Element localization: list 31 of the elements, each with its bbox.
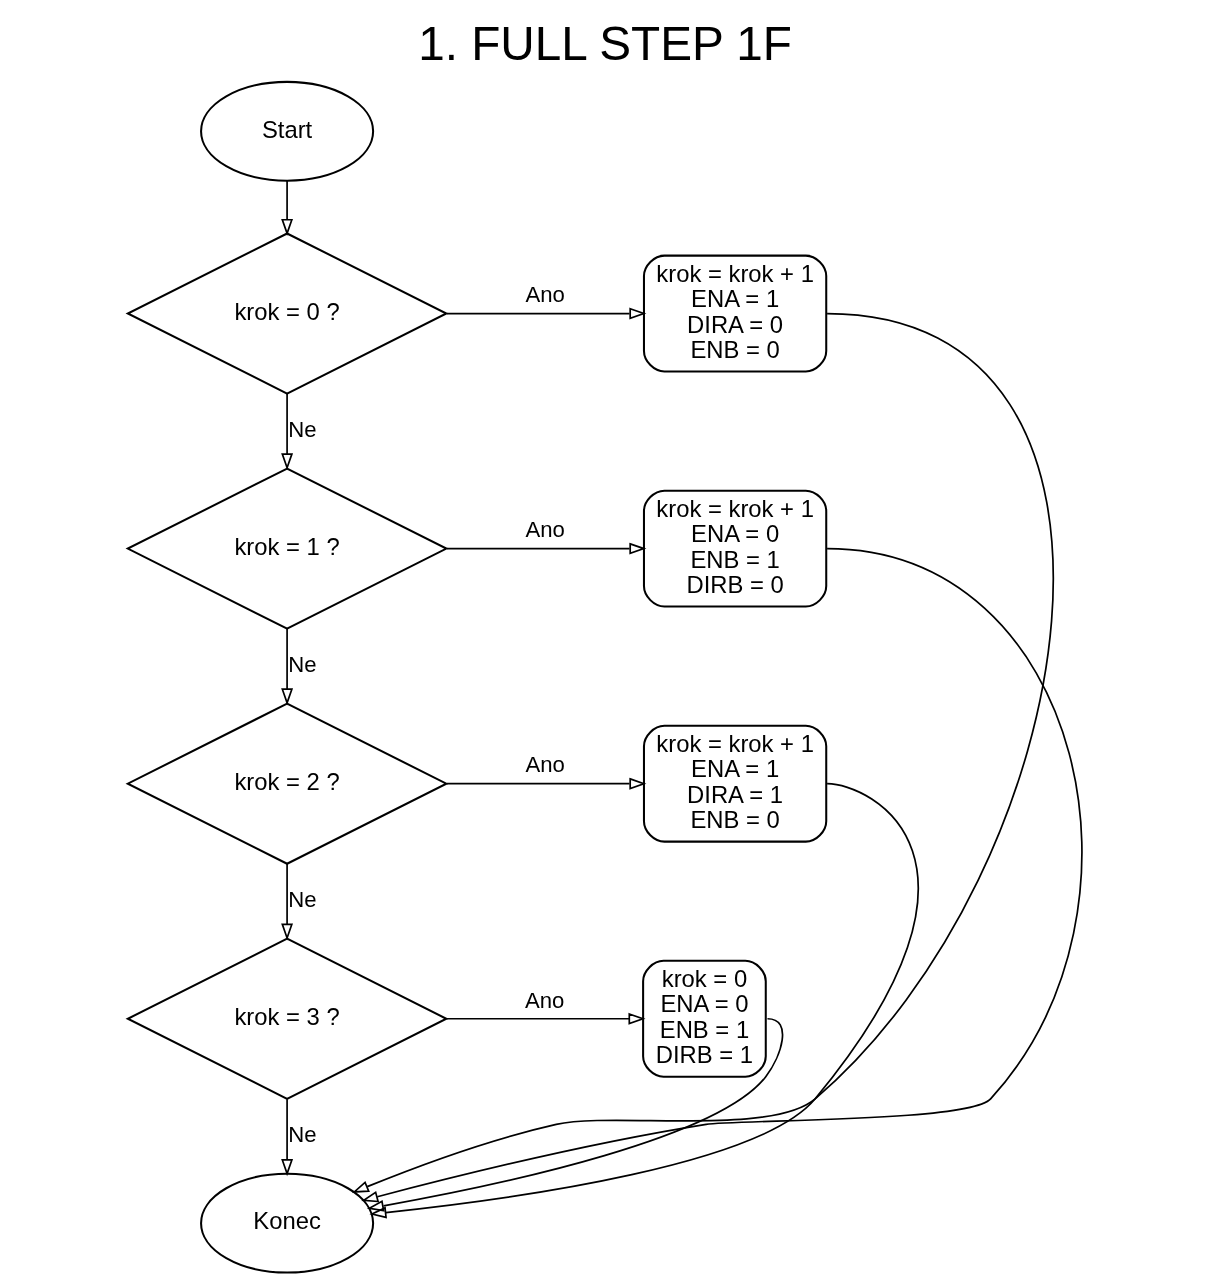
edge-label: Ne [287, 887, 317, 913]
arrow [280, 627, 293, 706]
node-diamond: krok = 3 ? [125, 937, 449, 1100]
edge-label: Ano [524, 752, 565, 778]
arrow [360, 547, 1082, 1203]
diagram-title: 1. FULL STEP 1F [417, 17, 792, 71]
edge-label: Ne [287, 651, 317, 677]
node-ellipse: Konec [199, 1172, 374, 1274]
edge-label: Ano [524, 517, 565, 543]
arrow [445, 777, 646, 790]
edge-label: Ne [287, 416, 317, 442]
arrow [368, 782, 919, 1219]
node-ellipse: Start [199, 80, 374, 182]
arrow [445, 1012, 645, 1025]
arrow [445, 307, 646, 320]
node-diamond: krok = 0 ? [125, 232, 449, 395]
arrow [280, 862, 293, 941]
arrow [445, 542, 646, 555]
arrow [280, 392, 293, 471]
arrow [280, 180, 293, 236]
arrow [280, 1098, 293, 1177]
arrow [351, 312, 1053, 1193]
node-diamond: krok = 1 ? [125, 467, 449, 630]
node-box: krok = krok + 1 ENA = 0 ENB = 1 DIRB = 0 [642, 489, 827, 608]
node-diamond: krok = 2 ? [125, 702, 449, 865]
edge-label: Ano [524, 987, 564, 1013]
node-box: krok = krok + 1 ENA = 1 DIRA = 1 ENB = 0 [642, 724, 827, 843]
edge-label: Ano [524, 282, 565, 308]
edge-label: Ne [287, 1122, 317, 1148]
node-box: krok = 0 ENA = 0 ENB = 1 DIRB = 1 [641, 959, 767, 1078]
node-box: krok = krok + 1 ENA = 1 DIRA = 0 ENB = 0 [642, 254, 827, 373]
